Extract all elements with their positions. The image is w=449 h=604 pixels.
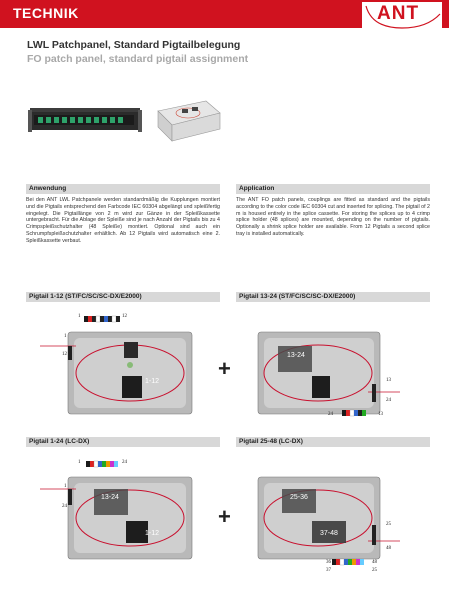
diag1-num-c: 1 (64, 334, 67, 339)
splice-cassette-photo (157, 100, 221, 142)
diag2-num-b: 24 (386, 398, 391, 403)
page-title-german: LWL Patchpanel, Standard Pigtailbelegung (27, 39, 241, 51)
diag3-num-c: 1 (64, 484, 67, 489)
cassette-diagram-1 (40, 315, 193, 415)
patch-panel-photo (28, 108, 142, 132)
diag3-num-d: 24 (62, 504, 67, 509)
diag3-label-1: 13-24 (101, 494, 119, 501)
diagram-heading-4: Pigtail 25-48 (LC-DX) (236, 437, 430, 447)
diagram-heading-1: Pigtail 1-12 (ST/FC/SC/SC-DX/E2000) (26, 292, 220, 302)
application-heading: Application (236, 184, 430, 194)
plus-sign-1: + (218, 356, 231, 381)
diag3-num-b: 24 (122, 460, 127, 465)
diag4-num-f: 25 (372, 568, 377, 573)
cassette-diagram-2 (257, 331, 400, 417)
diag1-num-a: 1 (78, 314, 81, 319)
diag2-num-c: 24 (328, 412, 333, 417)
diag1-label-1: 1-12 (145, 378, 160, 385)
diag4-num-d: 37 (326, 568, 331, 573)
page-title-english: FO patch panel, standard pigtail assignm… (27, 53, 249, 65)
diag4-label-1: 25-36 (290, 494, 308, 501)
diag1-num-b: 12 (122, 314, 127, 319)
logo-text: ANT (377, 3, 420, 24)
diag4-num-a: 25 (386, 522, 391, 527)
diag2-num-a: 13 (386, 378, 391, 383)
ant-logo: ANT (362, 2, 442, 32)
diag4-num-e: 48 (372, 560, 377, 565)
diag4-num-c: 36 (326, 560, 331, 565)
anwendung-text: Bei den ANT LWL Patchpanele werden stand… (26, 197, 220, 244)
diag3-label-2: 1-12 (145, 530, 160, 537)
diag2-label-1: 13-24 (287, 352, 305, 359)
diag4-num-b: 48 (386, 546, 391, 551)
diagram-heading-3: Pigtail 1-24 (LC-DX) (26, 437, 220, 447)
cassette-diagram-3 (40, 460, 193, 560)
section-label: TECHNIK (13, 5, 79, 21)
anwendung-heading: Anwendung (26, 184, 220, 194)
diag4-label-2: 37-48 (320, 530, 338, 537)
cassette-diagram-4 (257, 476, 400, 566)
diag2-num-d: 13 (378, 412, 383, 417)
diagram-heading-2: Pigtail 13-24 (ST/FC/SC/SC-DX/E2000) (236, 292, 430, 302)
plus-sign-2: + (218, 504, 231, 529)
logo-swoosh-icon (365, 5, 441, 29)
diag1-num-d: 12 (62, 352, 67, 357)
application-text: The ANT FO patch panels, couplings are f… (236, 197, 430, 237)
diag3-num-a: 1 (78, 460, 81, 465)
